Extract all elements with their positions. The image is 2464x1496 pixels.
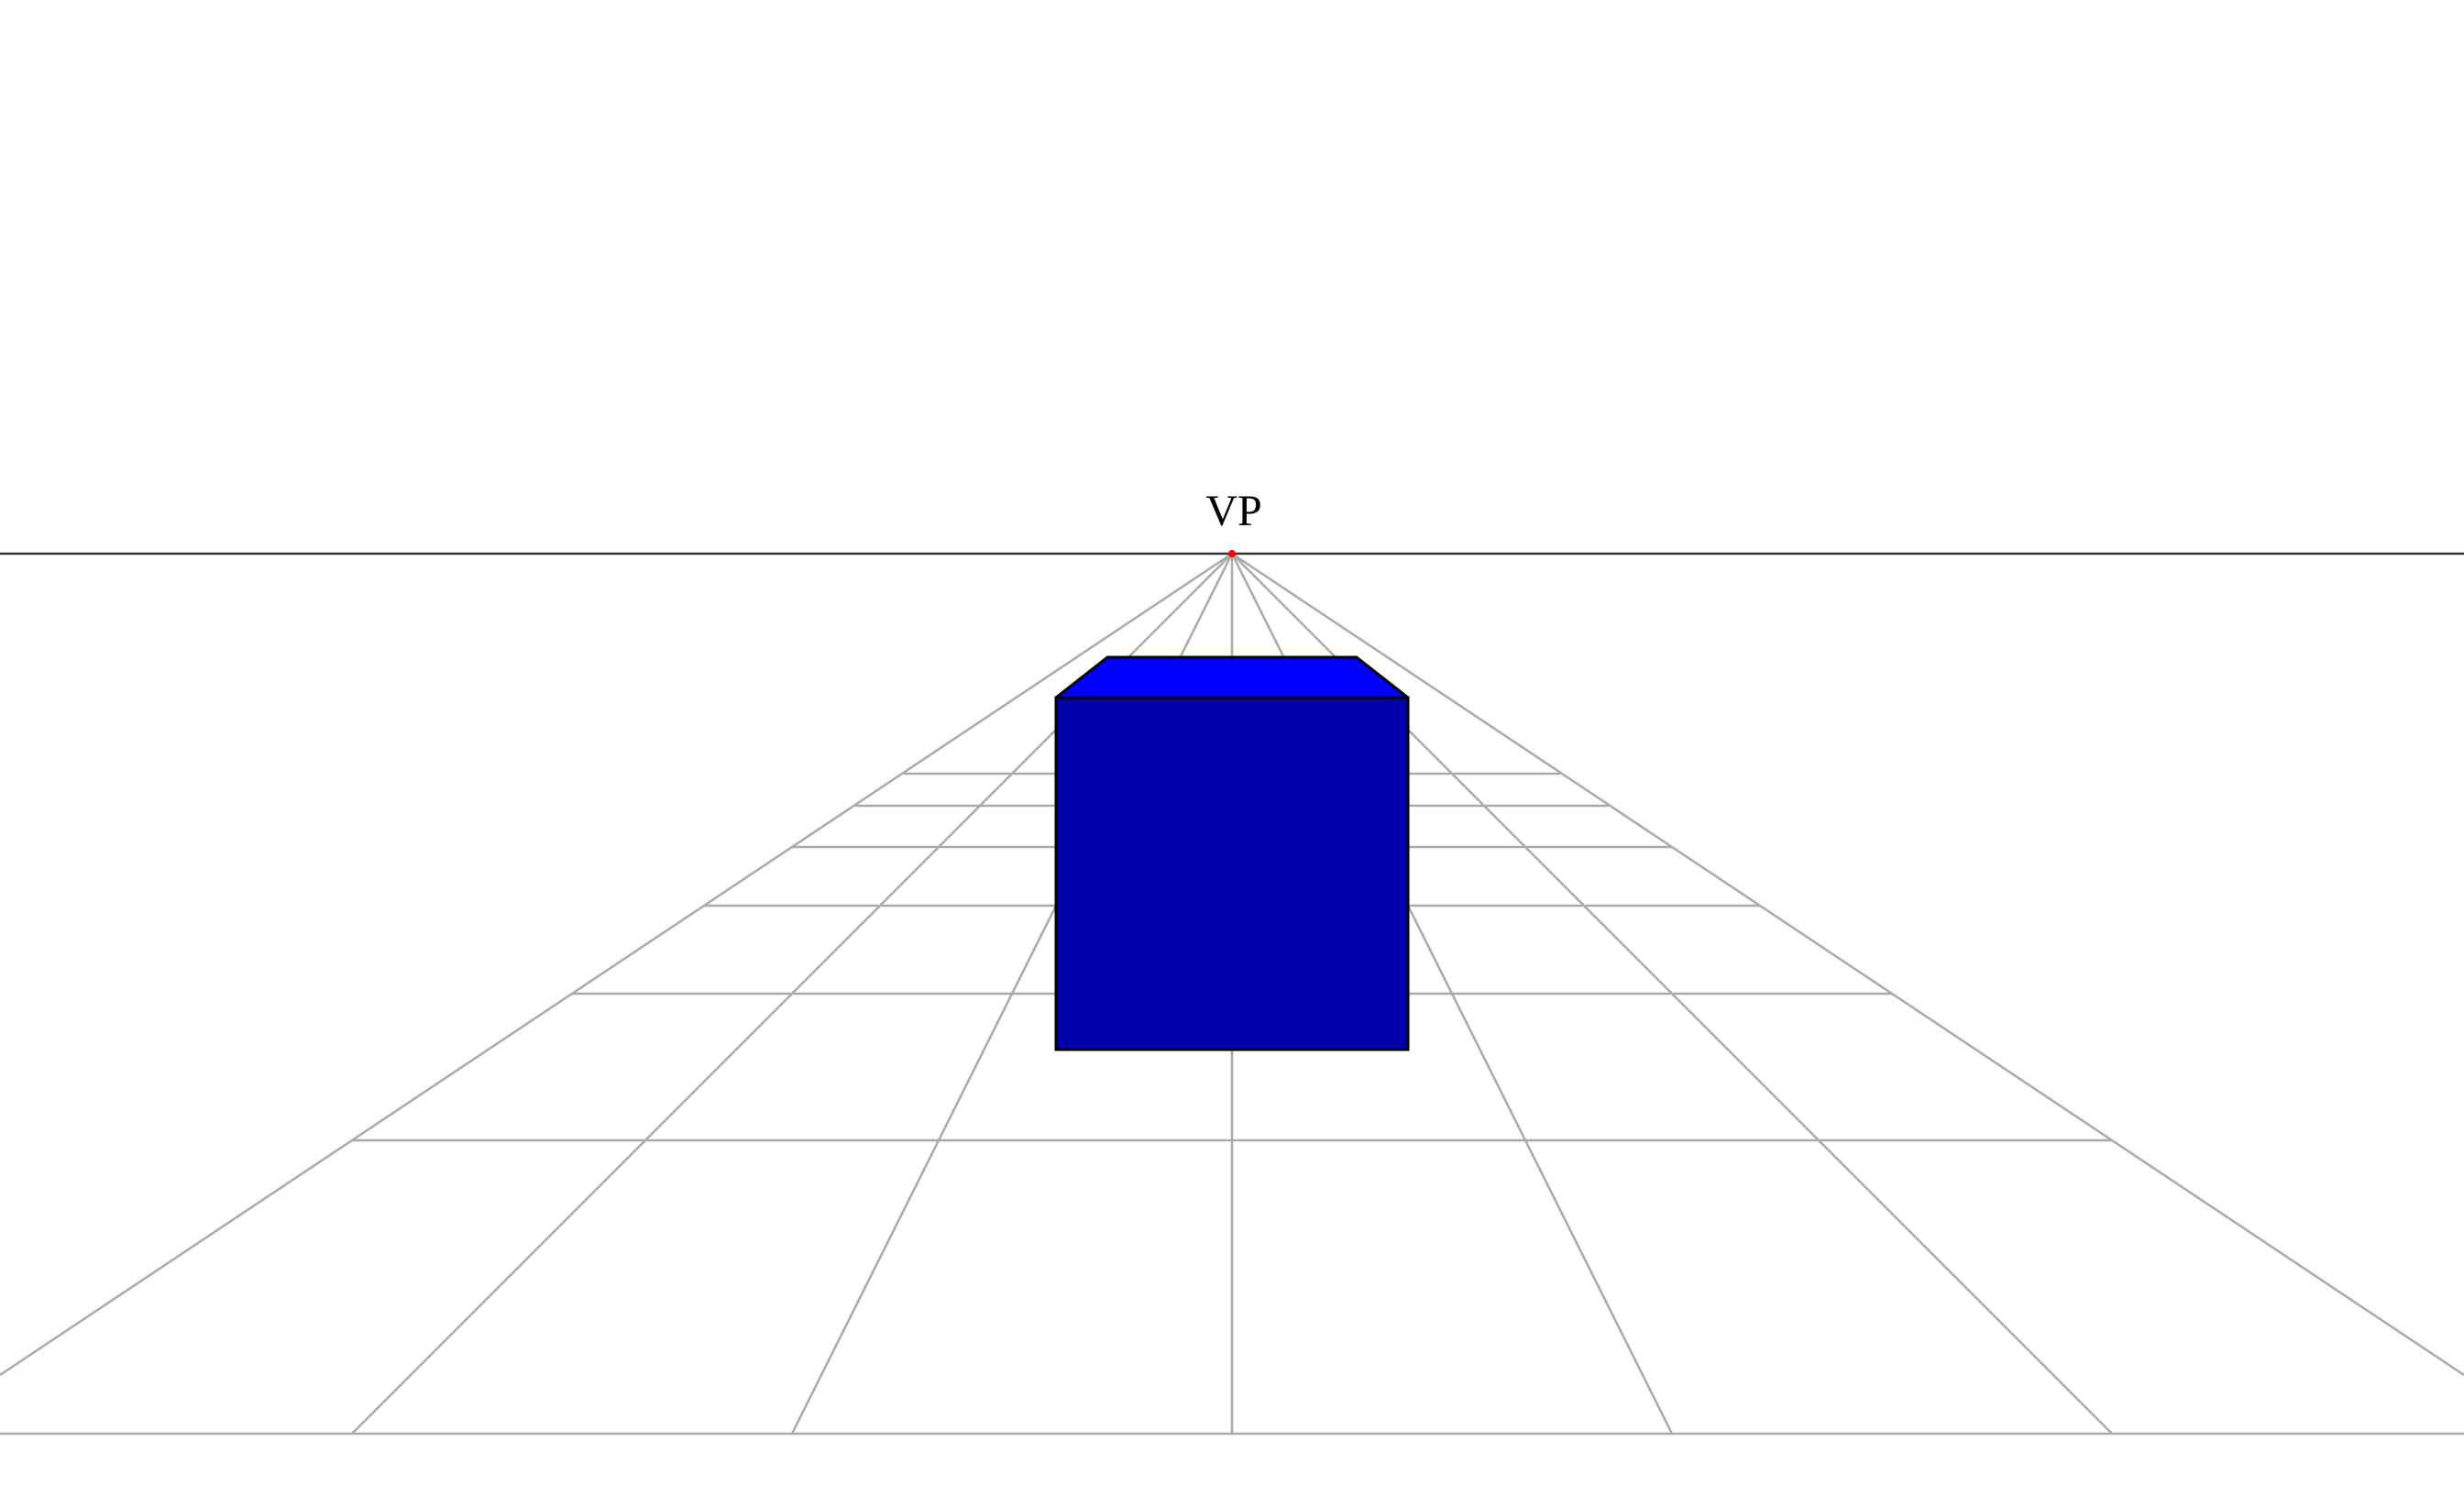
vanishing-point-marker xyxy=(1228,550,1236,557)
orthogonal-line xyxy=(1231,552,2464,1377)
box-front-face xyxy=(1054,696,1410,1051)
orthogonal-line xyxy=(0,552,1233,1377)
vanishing-point-label: VP xyxy=(1205,487,1261,535)
box-top-face xyxy=(1054,655,1410,699)
